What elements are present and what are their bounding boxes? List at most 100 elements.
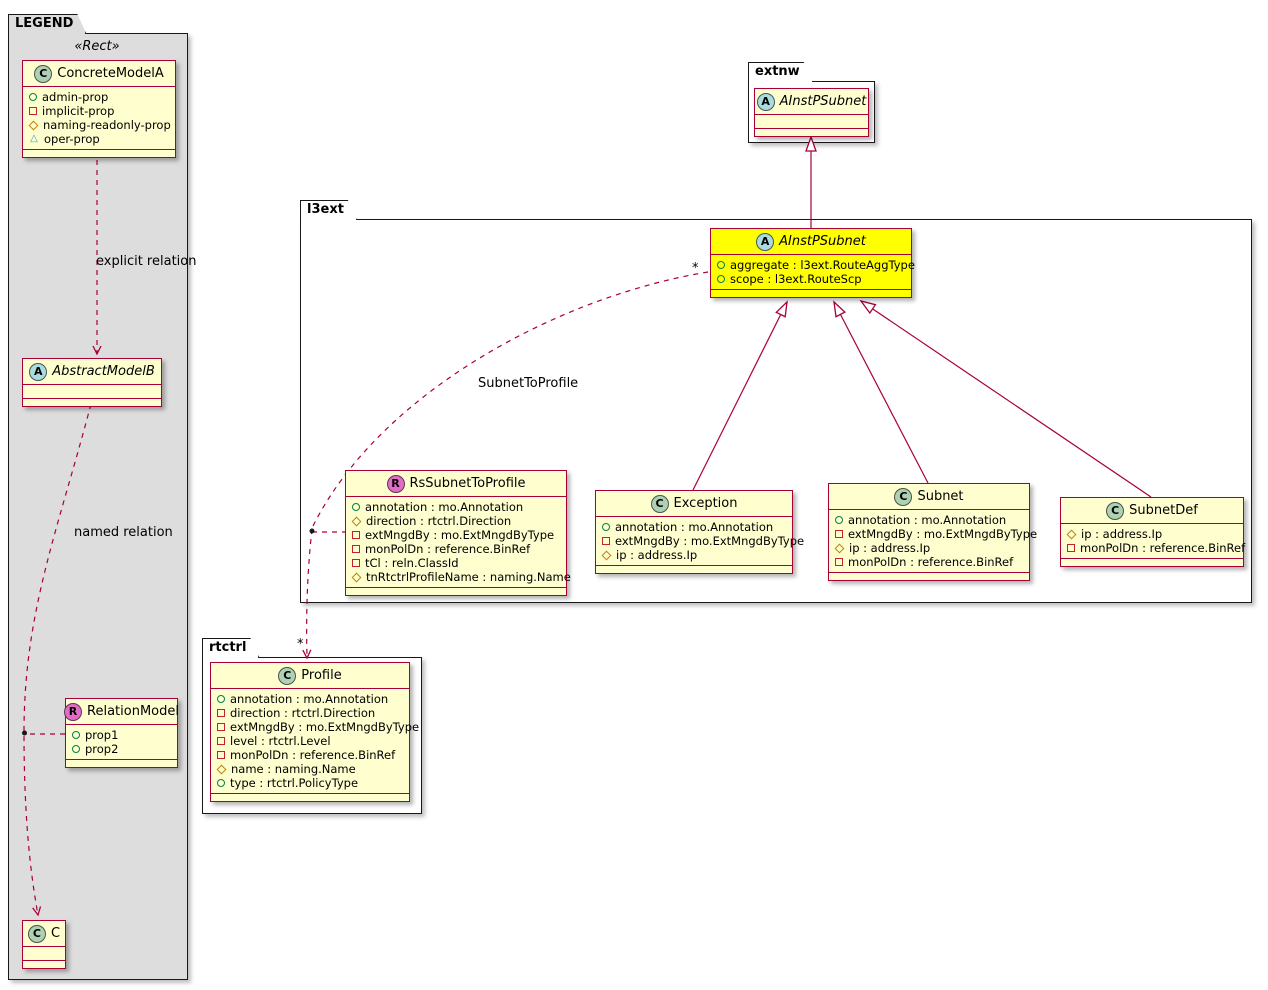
class-header: R RsSubnetToProfile — [346, 471, 566, 497]
diamond-visibility-icon — [216, 764, 227, 774]
class-name: AbstractModelB — [52, 364, 155, 379]
attribute-text: prop1 — [85, 728, 119, 742]
circle-visibility-icon — [602, 523, 610, 531]
class-l3ext-ainstpsubnet: A AInstPSubnet aggregate : l3ext.RouteAg… — [710, 228, 915, 298]
attribute-text: ip : address.Ip — [616, 548, 698, 562]
class-attribute: name : naming.Name — [216, 762, 403, 776]
attribute-text: name : naming.Name — [231, 762, 356, 776]
class-kind-icon: C — [27, 924, 46, 943]
class-attribute: extMngdBy : mo.ExtMngdByType — [602, 534, 804, 548]
attribute-text: monPolDn : reference.BinRef — [230, 748, 396, 762]
class-header: C C — [23, 921, 65, 947]
class-name: ConcreteModelA — [57, 66, 164, 81]
class-kind-icon: C — [34, 64, 53, 83]
class-methods-compartment — [23, 150, 175, 157]
relation-kind-icon: R — [386, 474, 405, 493]
class-methods-compartment — [211, 794, 409, 801]
attribute-text: direction : rtctrl.Direction — [366, 514, 512, 528]
class-name: Profile — [301, 668, 342, 683]
class-name: Subnet — [917, 489, 964, 504]
package-tab-l3ext: l3ext — [300, 200, 357, 220]
circle-visibility-icon — [72, 745, 80, 753]
package-tab-extnw: extnw — [748, 62, 813, 82]
diamond-visibility-icon — [1066, 529, 1077, 539]
circle-visibility-icon — [835, 516, 843, 524]
class-attribute: extMngdBy : mo.ExtMngdByType — [352, 528, 560, 542]
class-name: Exception — [673, 496, 738, 511]
class-methods-compartment — [1061, 559, 1243, 566]
class-attribute: admin-prop — [29, 90, 169, 104]
attribute-text: annotation : mo.Annotation — [848, 513, 1007, 527]
package-body-legend — [8, 33, 188, 980]
attribute-text: direction : rtctrl.Direction — [230, 706, 376, 720]
attribute-text: annotation : mo.Annotation — [615, 520, 774, 534]
class-attribute: extMngdBy : mo.ExtMngdByType — [217, 720, 419, 734]
attribute-text: ip : address.Ip — [849, 541, 931, 555]
class-methods-compartment — [711, 290, 911, 297]
circle-visibility-icon — [352, 503, 360, 511]
attribute-text: oper-prop — [44, 132, 100, 146]
circle-visibility-icon — [717, 261, 725, 269]
class-attribute: scope : l3ext.RouteScp — [717, 272, 905, 286]
circle-visibility-icon — [29, 93, 37, 101]
square-visibility-icon — [217, 751, 225, 759]
class-kind-icon: C — [278, 666, 297, 685]
circle-visibility-icon — [217, 779, 225, 787]
square-visibility-icon — [352, 545, 360, 553]
class-rssubnettoprofile: R RsSubnetToProfile annotation : mo.Anno… — [345, 470, 571, 596]
multiplicity-source-star: * — [692, 261, 699, 276]
square-visibility-icon — [352, 559, 360, 567]
attribute-text: naming-readonly-prop — [43, 118, 171, 132]
square-visibility-icon — [217, 723, 225, 731]
attribute-text: admin-prop — [42, 90, 109, 104]
edge-label-named-relation: named relation — [74, 525, 173, 540]
abstract-kind-icon: A — [756, 92, 775, 111]
class-attribute: direction : rtctrl.Direction — [217, 706, 403, 720]
class-kind-icon: C — [1106, 501, 1125, 520]
class-attributes — [23, 385, 161, 399]
square-visibility-icon — [835, 558, 843, 566]
class-name: RelationModel — [87, 704, 179, 719]
square-visibility-icon — [602, 537, 610, 545]
class-attribute: annotation : mo.Annotation — [835, 513, 1023, 527]
attribute-text: implicit-prop — [42, 104, 115, 118]
package-label: l3ext — [307, 202, 344, 217]
attribute-text: annotation : mo.Annotation — [365, 500, 524, 514]
class-kind-icon: C — [650, 494, 669, 513]
relation-kind-icon: R — [64, 702, 83, 721]
package-label: rtctrl — [209, 640, 247, 655]
class-methods-compartment — [23, 961, 65, 968]
square-visibility-icon — [1067, 544, 1075, 552]
class-attribute: type : rtctrl.PolicyType — [217, 776, 403, 790]
class-methods-compartment — [23, 399, 161, 406]
class-attribute: level : rtctrl.Level — [217, 734, 403, 748]
class-header: A AInstPSubnet — [711, 229, 911, 255]
class-attribute: tCl : reln.ClassId — [352, 556, 560, 570]
class-attribute: △oper-prop — [29, 132, 169, 146]
class-name: C — [50, 926, 61, 941]
attribute-text: type : rtctrl.PolicyType — [230, 776, 359, 790]
circle-visibility-icon — [217, 695, 225, 703]
class-attribute: ip : address.Ip — [601, 548, 786, 562]
class-attribute: monPolDn : reference.BinRef — [1067, 541, 1245, 555]
circle-visibility-icon — [72, 731, 80, 739]
class-methods-compartment — [596, 566, 792, 573]
class-attribute: prop1 — [72, 728, 171, 742]
package-tab-rtctrl: rtctrl — [202, 638, 259, 658]
class-name: AInstPSubnet — [779, 94, 867, 109]
attribute-text: scope : l3ext.RouteScp — [730, 272, 862, 286]
class-methods-compartment — [829, 573, 1029, 580]
class-header: C Profile — [211, 663, 409, 689]
attribute-text: extMngdBy : mo.ExtMngdByType — [230, 720, 420, 734]
package-label: extnw — [755, 64, 800, 79]
attribute-text: extMngdBy : mo.ExtMngdByType — [848, 527, 1038, 541]
